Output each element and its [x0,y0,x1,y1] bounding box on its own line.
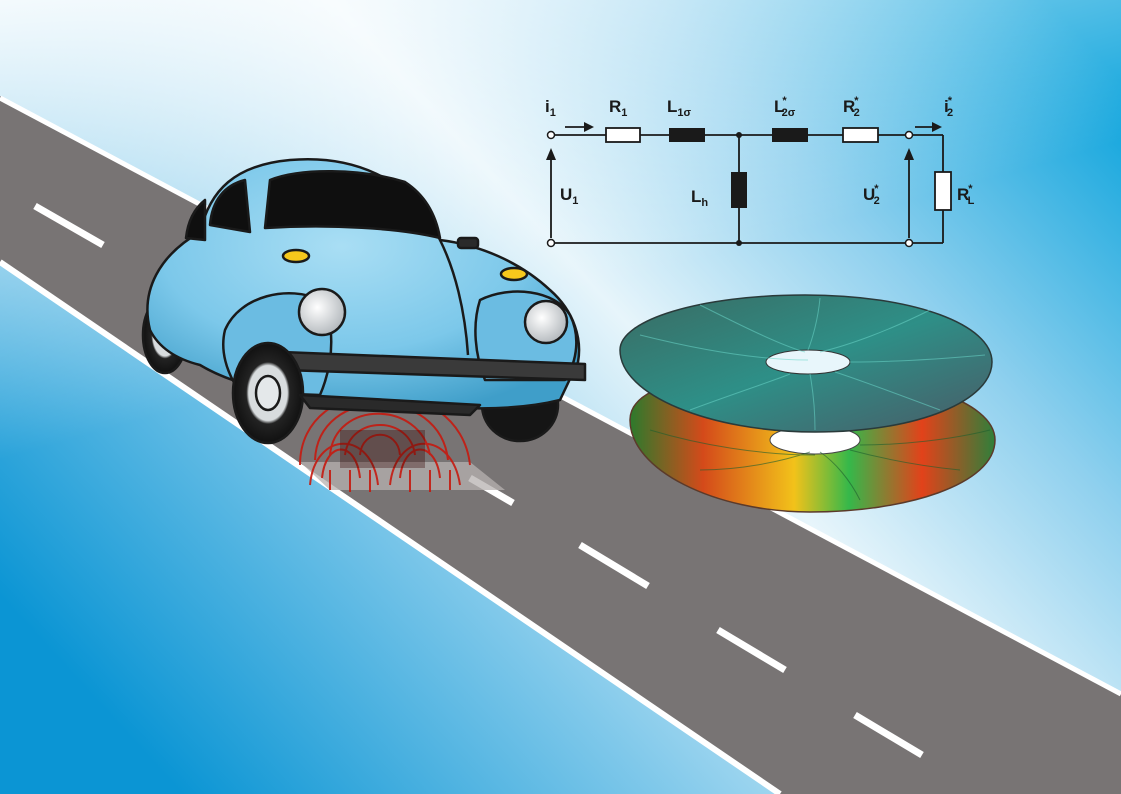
underbody [298,393,482,417]
hubcap [254,374,282,412]
label-rl: R*L [957,183,975,207]
arrow-u1 [546,148,556,160]
charging-pad [300,462,505,490]
windshield [263,170,442,240]
label-r1: R1 [609,97,627,119]
circuit-labels: i1 R1 L1σ L*2σ R*2 i*2 U1 Lh U*2 R*L [545,95,975,209]
headlamp-left [297,287,347,337]
node-top [736,132,742,138]
hood-crease [438,239,470,356]
terminal-in-bottom [546,238,556,248]
inductor-l1s [669,128,705,142]
label-i1: i1 [545,97,556,119]
side-window-rear [184,198,207,242]
label-u1: U1 [560,185,578,207]
resistor-r1 [605,127,641,143]
label-l2s: L*2σ [774,95,796,119]
resistor-rl [934,171,952,211]
terminal-in-top [546,130,556,140]
indicator-right [499,266,529,282]
resistor-r2 [842,127,879,143]
car-illustration [141,158,587,445]
node-bottom [736,240,742,246]
circuit-components [546,122,952,248]
indicator-left [281,248,311,264]
inductor-lh [731,172,747,208]
arrow-i2 [932,122,942,132]
field-core [340,430,425,468]
headlamp-right [523,299,569,345]
side-mirror [456,236,480,250]
road-edge-bottom [0,259,782,794]
arrow-i1 [584,122,594,132]
label-l1s: L1σ [667,97,692,119]
arrow-u2 [904,148,914,160]
label-i2: i*2 [944,95,953,119]
terminal-out-top [904,130,914,140]
inductor-l2s [772,128,808,142]
coil-disc-upper [619,294,993,433]
label-r2: R*2 [843,95,860,119]
terminal-out-bottom [904,238,914,248]
label-u2: U*2 [863,183,880,207]
side-window-front [208,178,252,234]
label-lh: Lh [691,187,708,209]
